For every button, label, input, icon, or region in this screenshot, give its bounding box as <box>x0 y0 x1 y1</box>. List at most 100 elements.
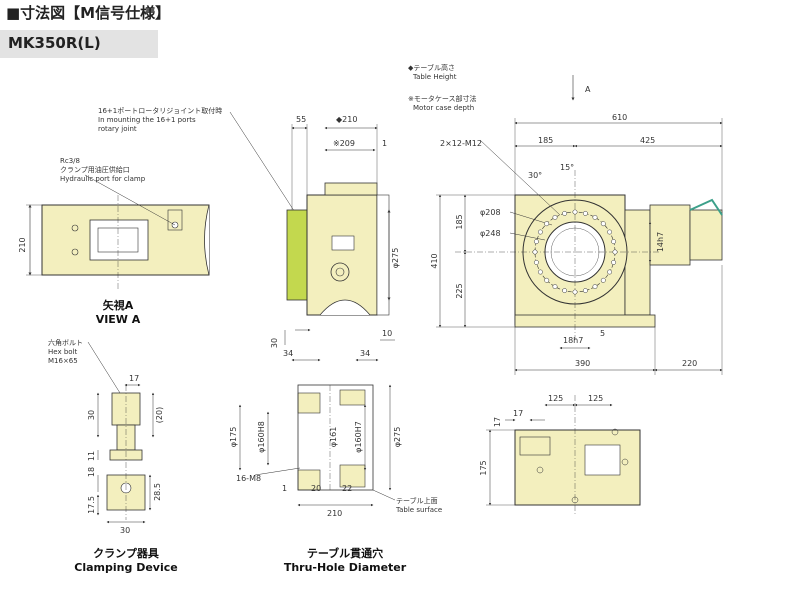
front-390-label: 390 <box>575 359 590 368</box>
clamp-285-label: 28.5 <box>153 483 162 501</box>
hexbolt-size-label: M16×65 <box>48 357 78 365</box>
model-label-bar: MK350R(L) <box>0 30 158 58</box>
bolt-hole <box>607 269 613 275</box>
bolt-hole <box>533 259 539 265</box>
side-30-label: 30 <box>270 338 279 348</box>
thru-161-label: φ161 <box>329 427 338 448</box>
front-185h-label: 185 <box>455 214 464 229</box>
front-18h7-label: 18h7 <box>563 336 583 345</box>
table-surface-jp-label: テーブル上面 <box>396 496 438 505</box>
front-220-label: 220 <box>682 359 697 368</box>
bolt-hole <box>533 239 539 245</box>
motor-case-jp-label: ※モータケース部寸法 <box>408 94 477 103</box>
thru-16m8-label: 16-M8 <box>236 474 261 483</box>
hexbolt-en-label: Hex bolt <box>48 348 77 356</box>
hyd-en-label: Hydraulic port for clamp <box>60 175 146 183</box>
base-view-drawing <box>486 395 641 515</box>
bolt-hole <box>562 288 568 294</box>
side-275-label: φ275 <box>391 248 400 269</box>
bolt-hole <box>582 288 588 294</box>
bolt-hole <box>600 277 606 283</box>
front-208-label: φ208 <box>480 208 501 217</box>
side-210-label: ◆210 <box>336 115 357 124</box>
base-125b-label: 125 <box>588 394 603 403</box>
bolt-hole <box>532 249 538 255</box>
front-185w-label: 185 <box>538 136 553 145</box>
table-height-jp-label: ◆テーブル高さ <box>408 63 455 72</box>
clamp-30b-label: 30 <box>120 526 130 535</box>
table-surface-en-label: Table surface <box>395 506 442 514</box>
view-a-drawing: 210 <box>18 174 210 290</box>
thru-275-label: φ275 <box>393 427 402 448</box>
bolt-hole <box>592 214 598 220</box>
front-610-label: 610 <box>612 113 627 122</box>
front-410-label: 410 <box>430 253 439 268</box>
bolt-hole <box>582 210 588 216</box>
motor-case-en-label: Motor case depth <box>413 104 474 112</box>
side-34a-label: 34 <box>283 349 293 358</box>
hyd-jp-label: クランプ用油圧供給口 <box>60 165 130 174</box>
bolt-hole <box>612 249 618 255</box>
bolt-hole <box>600 221 606 227</box>
bolt-hole <box>544 277 550 283</box>
ports-en2-label: rotary joint <box>98 125 137 133</box>
thru-1-label: 1 <box>282 484 287 493</box>
thru-210-label: 210 <box>327 509 342 518</box>
bolt-hole <box>572 209 578 215</box>
bolt-hole <box>552 284 558 290</box>
clamp-20-label: (20) <box>155 407 164 423</box>
side-34b-label: 34 <box>360 349 370 358</box>
front-view-drawing <box>436 75 723 375</box>
front-2x12-label: 2×12-M12 <box>440 139 482 148</box>
base-125a-label: 125 <box>548 394 563 403</box>
model-code: MK350R(L) <box>8 34 101 52</box>
thru-hole-drawing <box>238 384 396 507</box>
front-248-label: φ248 <box>480 229 501 238</box>
hyd-code-label: Rc3/8 <box>60 157 80 165</box>
ports-jp-label: 16+1ポートロータリジョイント取付時 <box>98 106 222 115</box>
va-210-label: 210 <box>18 237 27 252</box>
bolt-hole <box>537 269 543 275</box>
bolt-hole <box>607 229 613 235</box>
front-14h7-label: 14h7 <box>656 232 665 252</box>
thru-20-label: 20 <box>311 484 321 493</box>
view-a-caption-en: VIEW A <box>96 313 141 326</box>
ports-en1-label: In mounting the 16+1 ports <box>98 116 196 124</box>
thru-160h7-label: φ160H7 <box>354 421 363 453</box>
base-17b-label: 17 <box>493 417 502 427</box>
clamp-caption-en: Clamping Device <box>74 561 177 574</box>
hexbolt-jp-label: 六角ボルト <box>48 338 83 347</box>
bolt-hole <box>562 210 568 216</box>
bolt-hole-ring <box>532 209 618 295</box>
front-425-label: 425 <box>640 136 655 145</box>
view-a-caption-jp: 矢視A <box>103 298 134 312</box>
base-17a-label: 17 <box>513 409 523 418</box>
bolt-hole <box>611 259 617 265</box>
front-15deg-label: 15° <box>560 163 574 172</box>
table-height-en-label: Table Height <box>412 73 457 81</box>
bolt-hole <box>572 289 578 295</box>
page-title: ■寸法図【M信号仕様】 <box>6 4 171 22</box>
clamp-175-label: 17.5 <box>87 496 96 514</box>
clamp-30-label: 30 <box>87 410 96 420</box>
side-1-label: 1 <box>382 139 387 148</box>
side-209-label: ※209 <box>333 139 355 148</box>
front-5-label: 5 <box>600 329 605 338</box>
clamp-11-label: 11 <box>87 451 96 461</box>
bolt-hole <box>592 284 598 290</box>
clamp-caption-jp: クランプ器具 <box>93 546 159 560</box>
thru-caption-en: Thru-Hole Diameter <box>284 561 407 574</box>
front-225-label: 225 <box>455 283 464 298</box>
bolt-hole <box>552 214 558 220</box>
front-30deg-label: 30° <box>528 171 542 180</box>
thru-175-label: φ175 <box>229 427 238 448</box>
clamping-device-drawing <box>87 341 155 524</box>
side-10-label: 10 <box>382 329 392 338</box>
thru-160h8-label: φ160H8 <box>257 421 266 453</box>
clamp-17-label: 17 <box>129 374 139 383</box>
clamp-18-label: 18 <box>87 467 96 477</box>
side-55-label: 55 <box>296 115 306 124</box>
side-view-drawing <box>284 124 395 362</box>
thru-caption-jp: テーブル貫通穴 <box>307 546 383 560</box>
